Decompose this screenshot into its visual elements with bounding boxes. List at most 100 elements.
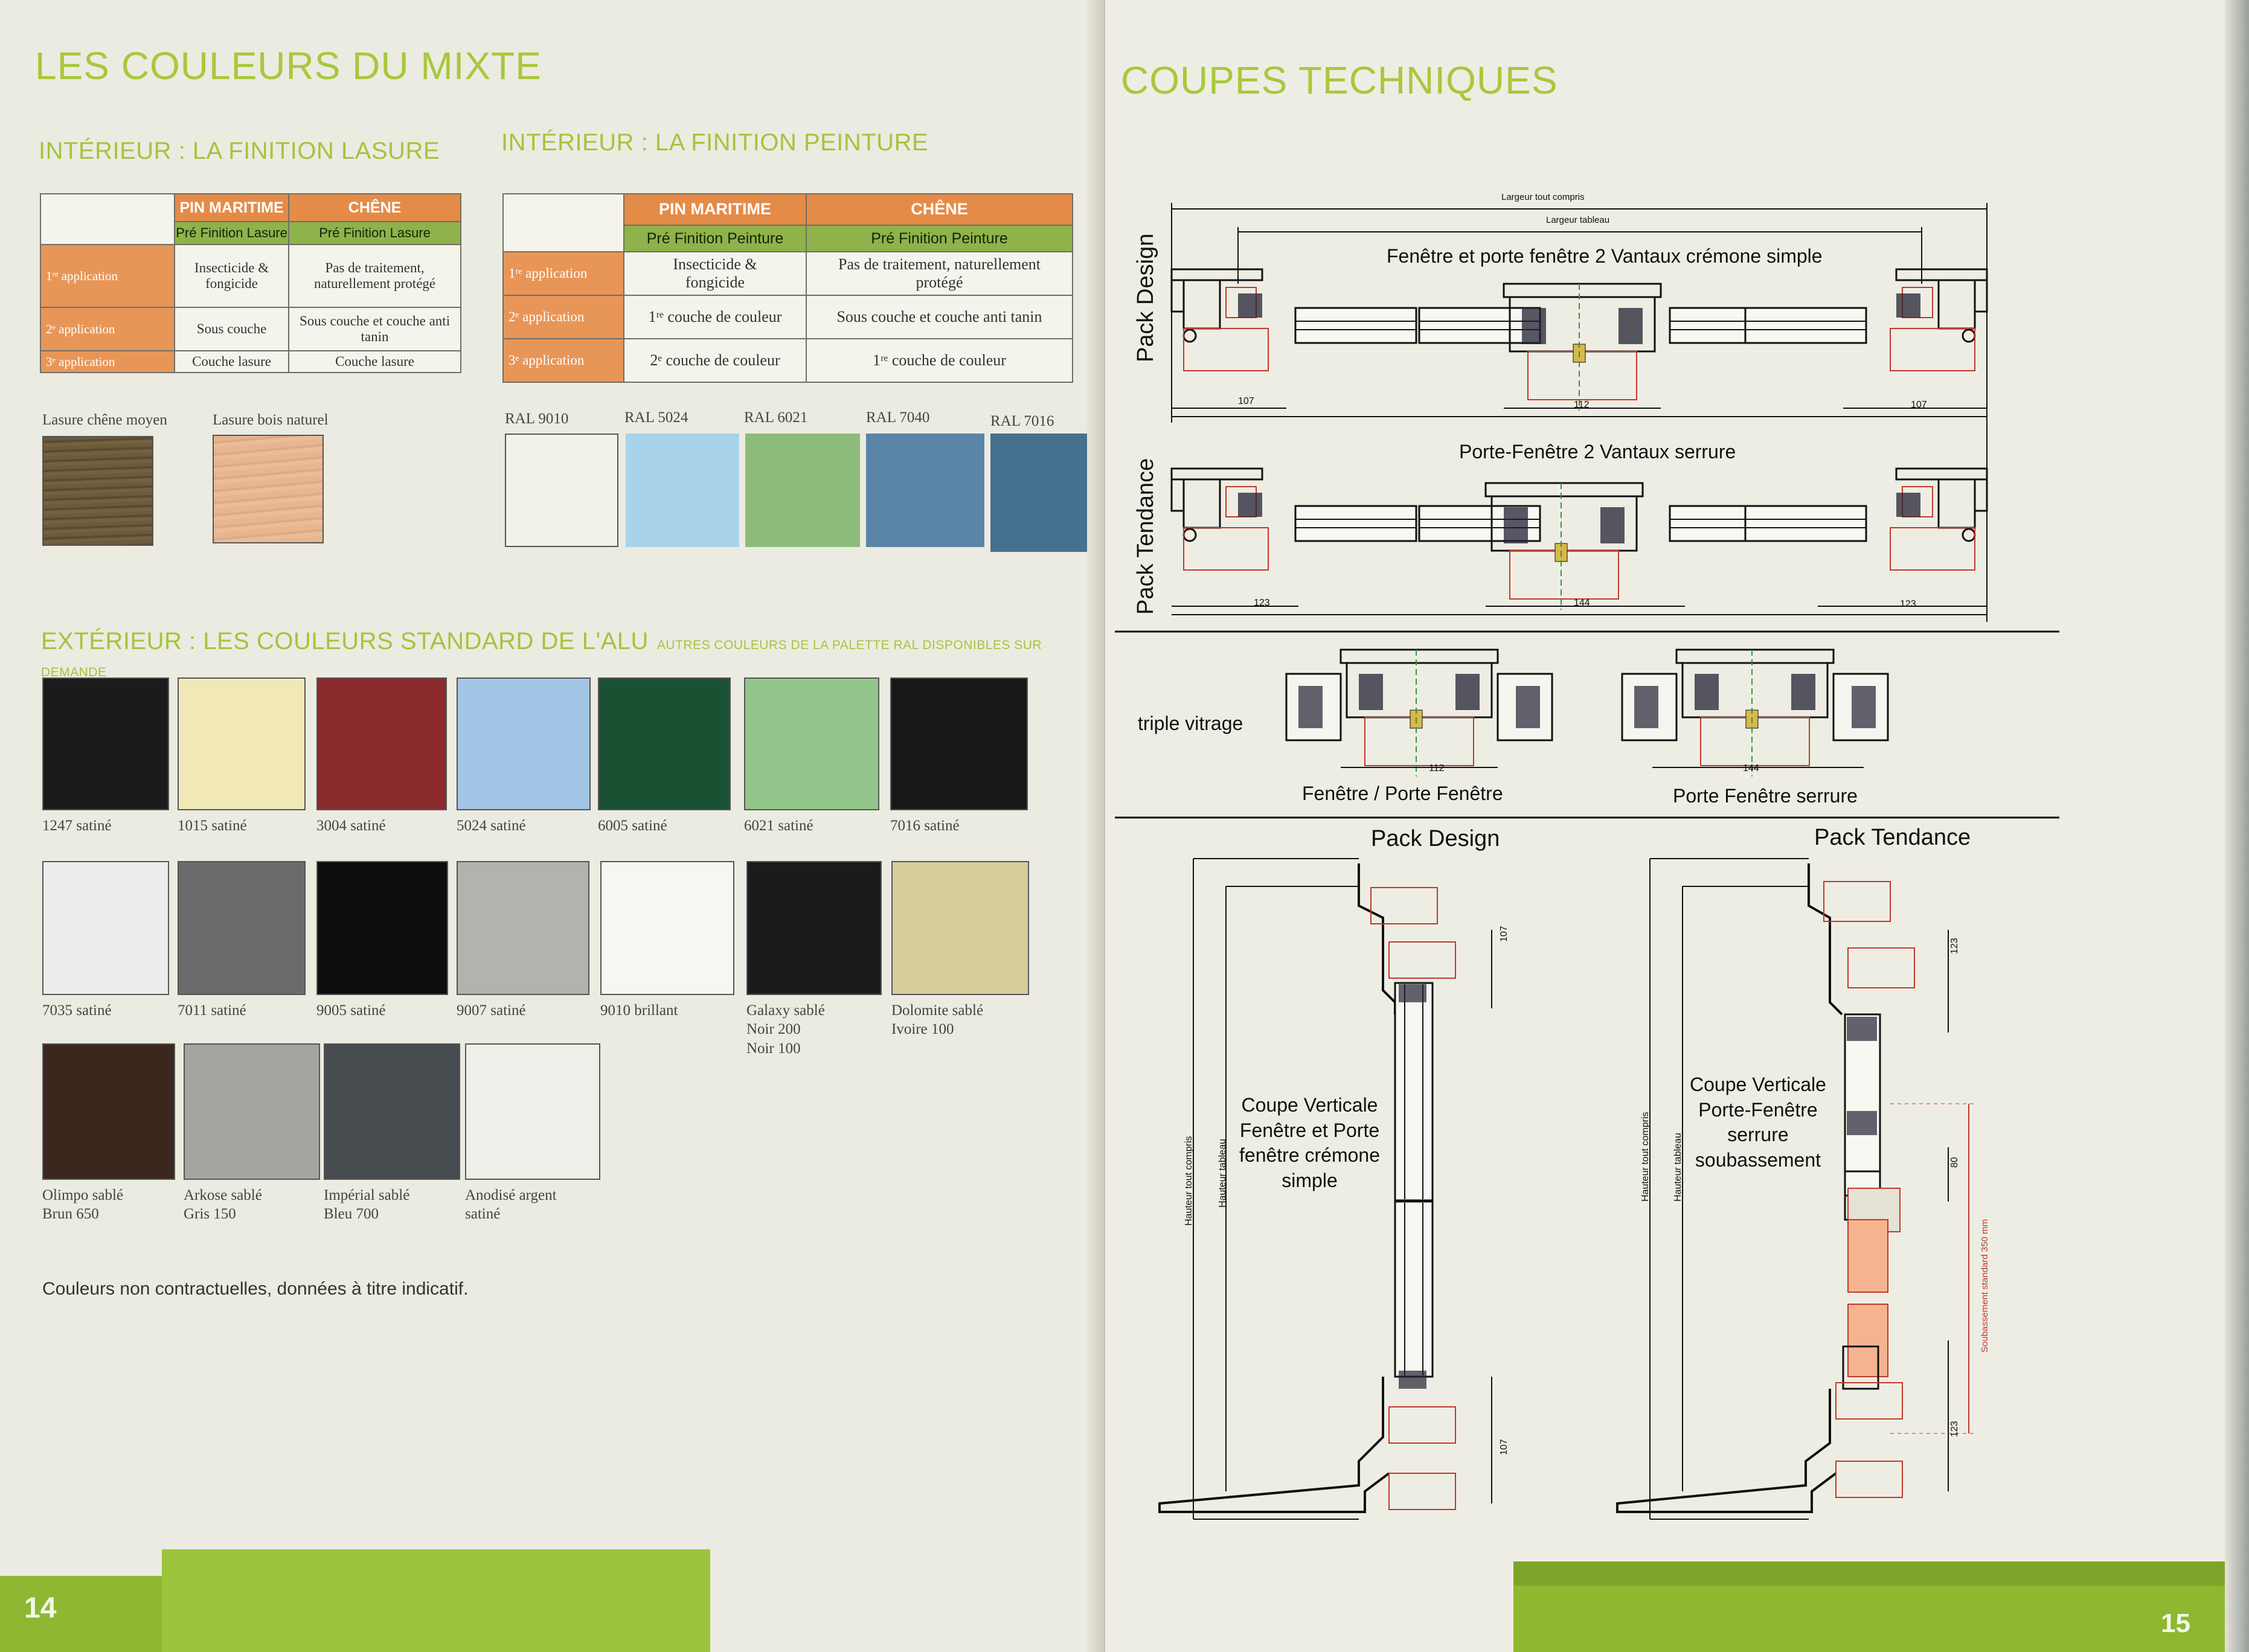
alu-swatch-1-5	[746, 861, 882, 995]
dim-design-2: 112	[1574, 400, 1590, 410]
dim-hauteur-tableau-tendance: Hauteur tableau	[1673, 1133, 1683, 1202]
lasure-row3-label: 3ᵉ application	[40, 350, 175, 373]
alu-swatch-0-0	[42, 677, 169, 810]
alu-swatch-label: 5024 satiné	[457, 818, 526, 834]
caption-tendance-h: Porte-Fenêtre 2 Vantaux serrure	[1459, 441, 1736, 463]
lasure-col2-sub: Pré Finition Lasure	[288, 221, 461, 245]
alu-swatch-label: Galaxy sablé Noir 200 Noir 100	[746, 1002, 825, 1057]
peinture-col2-sub: Pré Finition Peinture	[806, 225, 1073, 252]
lasure-row1-c1: Insecticide & fongicide	[173, 244, 290, 308]
peinture-table: PIN MARITIME CHÊNE Pré Finition Peinture…	[502, 193, 1073, 383]
peinture-col2-name: CHÊNE	[806, 193, 1073, 226]
alu-swatch-label: Dolomite sablé Ivoire 100	[891, 1002, 984, 1038]
page-edge-right	[2225, 0, 2249, 1652]
lasure-col1-name: PIN MARITIME	[173, 193, 290, 222]
title-pack-design-v: Pack Design	[1371, 826, 1500, 851]
alu-swatch-0-4	[598, 677, 731, 810]
peinture-row3-c1: 2ᵉ couche de couleur	[623, 338, 807, 383]
alu-swatch-label: 9007 satiné	[457, 1002, 526, 1019]
alu-swatch-label: 9005 satiné	[316, 1002, 386, 1019]
exterieur-title-text: EXTÉRIEUR : LES COULEURS STANDARD DE L'A…	[41, 628, 649, 655]
label-triple-vitrage: triple vitrage	[1138, 712, 1243, 734]
title-pack-tendance-v: Pack Tendance	[1814, 825, 1971, 850]
footer-band-left-2	[162, 1549, 710, 1652]
dim-largeur-tout-compris: Largeur tout compris	[1501, 192, 1585, 202]
peinture-col1-name: PIN MARITIME	[623, 193, 807, 226]
alu-swatch-2-0	[42, 1043, 175, 1180]
alu-swatch-0-3	[457, 677, 591, 810]
alu-swatch-label: Impérial sablé Bleu 700	[324, 1187, 410, 1223]
label-pack-design-h: Pack Design	[1133, 233, 1158, 362]
lasure-row2-c2: Sous couche et couche anti tanin	[288, 307, 461, 351]
ral-label-7016: RAL 7016	[990, 413, 1054, 429]
lasure-swatch-label-1: Lasure chêne moyen	[42, 412, 167, 428]
peinture-col1-sub: Pré Finition Peinture	[623, 225, 807, 252]
page-title-right: COUPES TECHNIQUES	[1121, 59, 1558, 102]
lasure-swatch-chene-moyen	[42, 436, 153, 546]
alu-swatch-label: Arkose sablé Gris 150	[184, 1187, 262, 1223]
peinture-row2-c1: 1ʳᵉ couche de couleur	[623, 295, 807, 339]
alu-swatch-1-6	[891, 861, 1029, 995]
lasure-row1-label: 1ʳᵉ application	[40, 244, 175, 308]
alu-swatch-label: 6021 satiné	[744, 818, 813, 834]
alu-swatch-2-1	[184, 1043, 320, 1180]
alu-swatch-0-6	[890, 677, 1028, 810]
alu-swatch-0-2	[316, 677, 447, 810]
page-left: LES COULEURS DU MIXTE INTÉRIEUR : LA FIN…	[0, 0, 1105, 1652]
alu-swatch-label: 1015 satiné	[178, 818, 247, 834]
ral-label-7040: RAL 7040	[866, 409, 930, 426]
alu-swatch-label: 7011 satiné	[178, 1002, 246, 1019]
ral-label-6021: RAL 6021	[744, 409, 808, 426]
peinture-row3-label: 3ᵉ application	[502, 338, 624, 383]
alu-swatch-label: 1247 satiné	[42, 818, 112, 834]
caption-design-v: Coupe Verticale Fenêtre et Porte fenêtre…	[1239, 1094, 1381, 1191]
alu-swatch-label: 7016 satiné	[890, 818, 960, 834]
alu-swatch-0-5	[744, 677, 879, 810]
page-title-left: LES COULEURS DU MIXTE	[35, 44, 542, 88]
page-number-right: 15	[2161, 1609, 2190, 1638]
ral-swatch-6021	[745, 434, 860, 547]
peinture-title: INTÉRIEUR : LA FINITION PEINTURE	[501, 129, 929, 156]
peinture-row2-c2: Sous couche et couche anti tanin	[806, 295, 1073, 339]
ral-swatch-7016	[990, 434, 1099, 552]
footer-band-right-top	[1513, 1561, 2249, 1586]
dim-design-1: 107	[1238, 396, 1254, 406]
disclaimer-note: Couleurs non contractuelles, données à t…	[42, 1279, 469, 1299]
exterieur-subtitle: AUTRES COULEURS DE LA PALETTE RAL DISPON…	[41, 638, 1042, 679]
peinture-row3-c2: 1ʳᵉ couche de couleur	[806, 338, 1073, 383]
dim-tendance-1: 123	[1254, 598, 1270, 608]
lasure-row2-label: 2ᵉ application	[40, 307, 175, 351]
ral-swatch-7040	[866, 434, 984, 547]
lasure-row3-c1: Couche lasure	[173, 350, 290, 373]
alu-swatch-label: 3004 satiné	[316, 818, 386, 834]
alu-swatch-2-2	[324, 1043, 460, 1180]
lasure-swatch-label-2: Lasure bois naturel	[213, 412, 329, 428]
alu-swatch-1-3	[457, 861, 589, 995]
dim-tendance-v-3: 123	[1949, 1421, 1960, 1437]
alu-swatch-1-4	[600, 861, 734, 995]
lasure-swatch-bois-naturel	[213, 435, 324, 543]
caption-triple-right: Porte Fenêtre serrure	[1673, 785, 1858, 807]
dim-soubassement: Soubassement standard 350 mm	[1980, 1219, 1990, 1353]
lasure-table: PIN MARITIME CHÊNE Pré Finition Lasure P…	[40, 193, 461, 373]
dim-tendance-v-2: 80	[1949, 1157, 1960, 1168]
page-right: COUPES TECHNIQUES	[1105, 0, 2249, 1652]
caption-tendance-v: Coupe Verticale Porte-Fenêtre serrure so…	[1690, 1074, 1826, 1171]
alu-swatch-1-2	[316, 861, 448, 995]
peinture-row1-c1: Insecticide & fongicide	[623, 251, 807, 296]
dim-design-3: 107	[1911, 400, 1927, 410]
lasure-col2-name: CHÊNE	[288, 193, 461, 222]
alu-swatch-0-1	[178, 677, 306, 810]
dim-hauteur-tout-compris-design: Hauteur tout compris	[1184, 1136, 1194, 1226]
exterieur-title: EXTÉRIEUR : LES COULEURS STANDARD DE L'A…	[41, 628, 1105, 682]
dim-hauteur-tout-compris-tendance: Hauteur tout compris	[1640, 1112, 1651, 1202]
dim-triple-left: 112	[1429, 763, 1445, 773]
ral-label-5024: RAL 5024	[624, 409, 688, 426]
alu-swatch-label: Anodisé argent satiné	[465, 1187, 557, 1223]
dim-tendance-v-1: 123	[1949, 938, 1960, 954]
alu-swatch-label: 7035 satiné	[42, 1002, 112, 1019]
alu-swatch-label: 9010 brillant	[600, 1002, 678, 1019]
ral-swatch-9010	[505, 434, 618, 547]
alu-swatch-1-1	[178, 861, 306, 995]
